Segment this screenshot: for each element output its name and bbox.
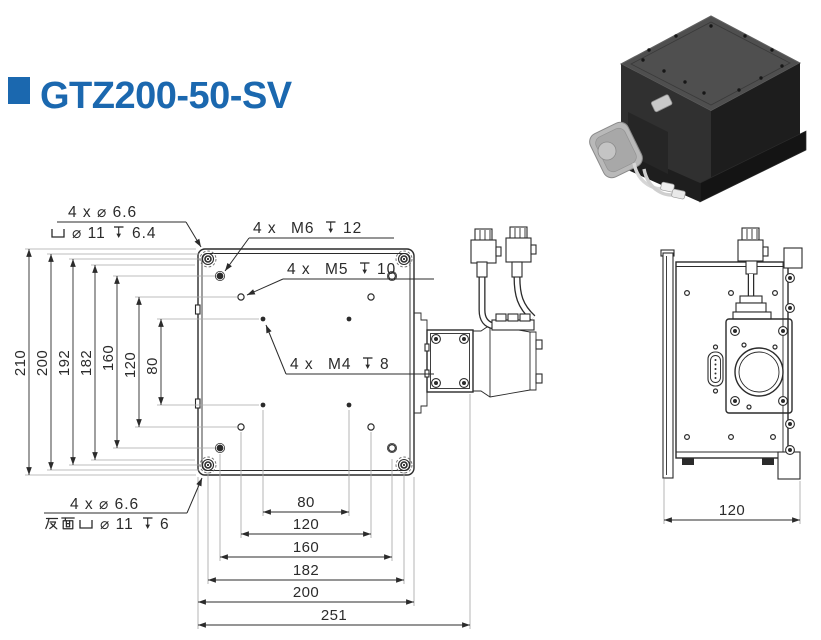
counterbore-hole [199,250,217,268]
bottom-dimensions: 80 120 160 182 200 251 [197,494,471,628]
svg-text:6: 6 [160,516,170,533]
motor-terminal [535,373,543,384]
svg-text:⌀ 11: ⌀ 11 [72,225,106,242]
svg-text:4 x ⌀ 6.6: 4 x ⌀ 6.6 [70,496,139,513]
dim-label-160v: 160 [100,345,117,371]
plan-plate-inner-edge [201,253,411,471]
counterbore-hole [395,456,413,474]
callout-counterbore-top: 4 x ⌀ 6.6 ⌀ 11 6.4 [51,204,202,248]
dim-label-210: 210 [12,350,29,376]
svg-text:12: 12 [343,220,362,237]
motor-bracket [414,312,428,414]
callout-counterbore-bottom: 4 x ⌀ 6.6 ⌀ 11 6 [44,477,203,533]
gearbox-screw [431,334,441,344]
cable-connector [470,228,502,278]
page-title: GTZ200-50-SV [40,75,293,117]
plate-edge-slot [194,304,201,315]
callout-text: 4 x ⌀ 6.6 [68,204,137,221]
dim-label-200v: 200 [34,350,51,376]
side-dimension: 120 [663,479,801,524]
title-bullet-square [8,77,30,104]
depth-symbol-icon [362,357,374,370]
side-cable-connector [732,227,772,320]
svg-text:⌀ 11: ⌀ 11 [100,516,134,533]
photo-cables [632,162,686,200]
side-body [675,261,789,459]
dim-label-182: 182 [293,562,319,579]
gearbox-screw [459,334,469,344]
depth-symbol-icon [359,262,371,275]
svg-text:10: 10 [377,261,396,278]
svg-text:4 x: 4 x [287,261,311,278]
photo-motor [589,121,643,179]
plan-cables [470,226,537,331]
svg-text:4 x: 4 x [290,356,314,373]
plan-plate-outline [197,248,415,476]
plan-extension-lines [25,248,471,629]
side-foot [762,458,774,465]
depth-symbol-icon [325,221,337,234]
side-screw [785,445,795,455]
svg-text:M6: M6 [291,220,315,237]
side-screw [785,419,795,429]
hanzi-fanmian [45,517,75,530]
product-photo [589,15,807,203]
photo-left-face [621,64,711,196]
side-view [660,227,803,480]
plate-edge-slot [194,398,201,409]
dim-label-182v: 182 [78,350,95,376]
left-dimensions: 210 200 192 182 160 120 80 [12,248,164,476]
photo-top-screw-holes [641,24,784,95]
cable-connector [505,226,537,278]
svg-text:8: 8 [380,356,390,373]
side-screw [785,273,795,283]
dim-label-160: 160 [293,539,319,556]
dim-label-192: 192 [56,350,73,376]
side-motor-plate [725,318,793,414]
svg-text:M5: M5 [325,261,349,278]
dsub-connector-icon [707,344,724,394]
motor-terminal [535,339,543,350]
photo-right-face [711,63,800,196]
svg-text:6.4: 6.4 [132,225,157,242]
m4-holes [260,316,352,408]
plan-view [25,226,543,629]
photo-dsub-connector [650,94,673,113]
dim-label-251: 251 [321,607,347,624]
depth-symbol-icon [113,226,125,239]
callout-m6: 4 x M6 12 [224,220,394,272]
side-bottom-right-block [777,451,801,480]
dim-label-120v: 120 [122,352,139,378]
counterbore-symbol-icon [51,228,65,238]
side-foot [682,458,694,465]
depth-symbol-icon [142,517,154,530]
side-top-right-block [783,247,803,269]
callout-m4: 4 x M4 8 [265,324,434,375]
dim-label-200: 200 [293,584,319,601]
m5-holes [237,293,375,431]
gearbox-screw [431,378,441,388]
title-block: GTZ200-50-SV [8,75,293,117]
dim-label-80: 80 [297,494,315,511]
side-screw [785,303,795,313]
svg-text:M4: M4 [328,356,352,373]
motor-body [472,324,537,398]
gearbox-screw [459,378,469,388]
m6-holes [214,270,397,453]
dim-label-120: 120 [293,516,319,533]
dim-label-120-side: 120 [719,502,745,519]
side-thin-plate [662,252,674,479]
svg-text:4 x: 4 x [253,220,277,237]
callout-m5: 4 x M5 10 [246,261,434,296]
dim-label-80v: 80 [144,357,161,375]
counterbore-symbol-icon [79,519,93,529]
